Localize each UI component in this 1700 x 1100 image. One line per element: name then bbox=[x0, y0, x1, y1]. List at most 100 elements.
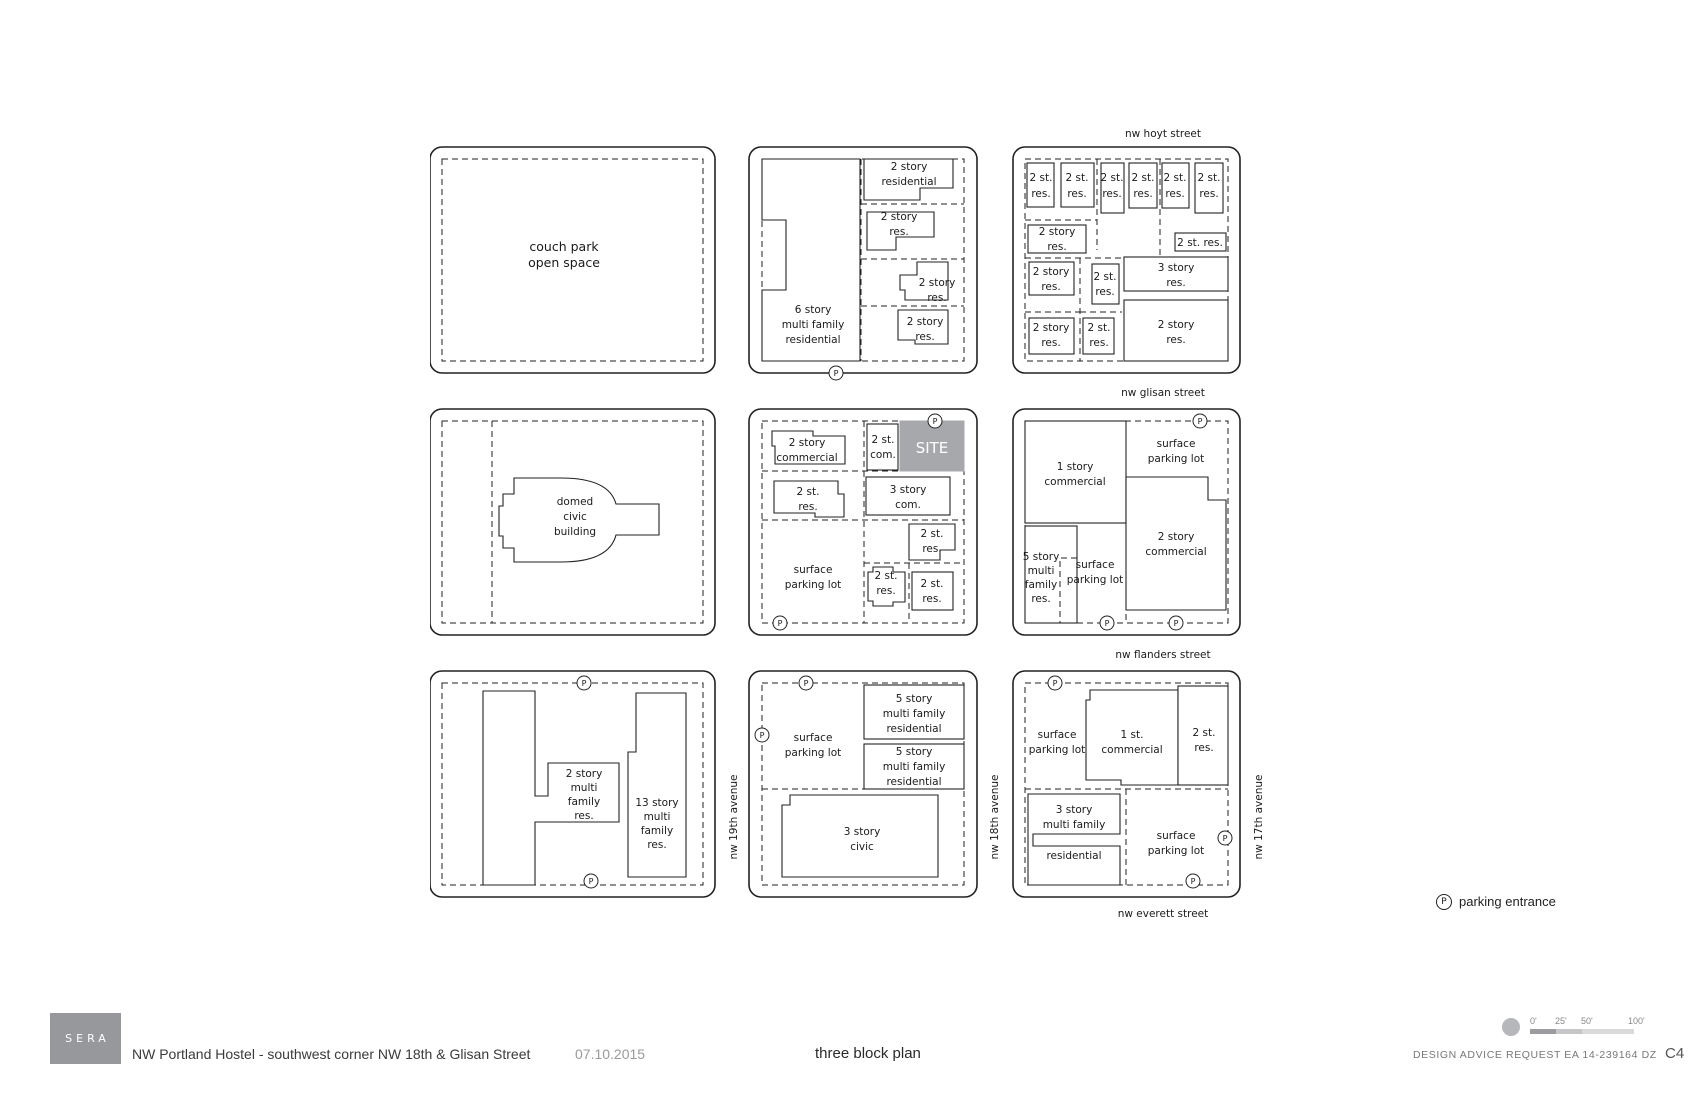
label: res. bbox=[1095, 286, 1114, 298]
label: com. bbox=[895, 499, 921, 511]
label: multi family bbox=[883, 761, 946, 773]
label: commercial bbox=[1101, 744, 1162, 756]
label: 2 st. bbox=[1164, 172, 1187, 184]
building-2-story-res bbox=[866, 211, 935, 251]
building-2-story-res bbox=[897, 309, 949, 345]
label: com. bbox=[870, 449, 896, 461]
label: res. bbox=[1041, 281, 1060, 293]
building-2-st-res bbox=[1177, 685, 1229, 786]
label: civic bbox=[850, 841, 874, 853]
label: 5 story bbox=[896, 693, 933, 705]
label: res. bbox=[1041, 337, 1060, 349]
label: surface bbox=[1157, 830, 1196, 842]
site-label: SITE bbox=[916, 439, 949, 457]
parking-entrance-marker: P bbox=[1192, 413, 1208, 429]
building-2-st-res bbox=[1128, 162, 1158, 209]
scale-segment bbox=[1530, 1029, 1556, 1034]
property-line bbox=[761, 158, 965, 362]
label: residential bbox=[886, 776, 941, 788]
label: res. bbox=[1089, 337, 1108, 349]
label: multi family bbox=[782, 319, 845, 331]
street-label-nw-19th: nw 19th avenue bbox=[728, 775, 740, 860]
block-outline bbox=[748, 408, 978, 636]
label: res. bbox=[1133, 188, 1152, 200]
label: building bbox=[554, 526, 596, 538]
block-outline bbox=[1012, 670, 1241, 898]
label: surface bbox=[794, 564, 833, 576]
svg-text:P: P bbox=[1198, 417, 1203, 426]
block-c3: surface parking lot 1 st. commercial 2 s… bbox=[1012, 670, 1241, 898]
label: 2 st. bbox=[1193, 727, 1216, 739]
label: 2 story bbox=[566, 768, 603, 780]
svg-text:P: P bbox=[1223, 834, 1228, 843]
label: 2 st. bbox=[797, 486, 820, 498]
svg-text:P: P bbox=[589, 877, 594, 886]
label: 2 st. bbox=[921, 528, 944, 540]
label: res. bbox=[647, 839, 666, 851]
label: 2 st. bbox=[921, 578, 944, 590]
label: res. bbox=[915, 331, 934, 343]
svg-text:P: P bbox=[933, 417, 938, 426]
legend-label: parking entrance bbox=[1459, 894, 1556, 909]
label: res. bbox=[1165, 188, 1184, 200]
block-site: 2 story commercial 2 st. com. SITE 2 st.… bbox=[748, 408, 978, 636]
label: surface bbox=[794, 732, 833, 744]
label: 3 story bbox=[1158, 262, 1195, 274]
label: family bbox=[1025, 579, 1057, 591]
label: res. bbox=[1166, 334, 1185, 346]
project-title: NW Portland Hostel - southwest corner NW… bbox=[132, 1046, 531, 1062]
block-domed-civic: domed civic building bbox=[429, 408, 716, 636]
label: res. bbox=[1067, 188, 1086, 200]
property-line bbox=[441, 158, 704, 362]
label: 2 story bbox=[1033, 266, 1070, 278]
label: family bbox=[568, 796, 600, 808]
label: 2 story bbox=[891, 161, 928, 173]
label: res. bbox=[876, 585, 895, 597]
label: commercial bbox=[1044, 476, 1105, 488]
label: 2 st. bbox=[872, 434, 895, 446]
building-2-st-res bbox=[911, 571, 954, 611]
block-outline bbox=[748, 670, 978, 898]
label: residential bbox=[881, 176, 936, 188]
scale-tick: 25' bbox=[1555, 1016, 1567, 1026]
label: 2 st. bbox=[1198, 172, 1221, 184]
label: civic bbox=[563, 511, 587, 523]
label: res. bbox=[889, 226, 908, 238]
label: 2 st. bbox=[1066, 172, 1089, 184]
building-2-st-res bbox=[908, 523, 956, 561]
building-2-st-res bbox=[867, 566, 906, 607]
sera-logo: SERA bbox=[50, 1013, 121, 1064]
label: residential bbox=[886, 723, 941, 735]
building-2-story-mf bbox=[482, 690, 620, 886]
svg-text:P: P bbox=[778, 619, 783, 628]
block-b3: surface parking lot 5 story multi family… bbox=[748, 670, 978, 898]
label: parking lot bbox=[1148, 453, 1205, 465]
label: res. bbox=[1047, 241, 1066, 253]
parking-entrance-marker: P bbox=[1047, 675, 1063, 691]
label: res. bbox=[927, 292, 946, 304]
svg-text:P: P bbox=[582, 679, 587, 688]
label: domed bbox=[557, 496, 593, 508]
label: res. bbox=[1031, 593, 1050, 605]
label: 5 story bbox=[1023, 551, 1060, 563]
block-a3: 2 story multi family res. 13 story multi… bbox=[429, 670, 716, 898]
block-c2: 1 story commercial surface parking lot 2… bbox=[1012, 408, 1241, 636]
label: 5 story bbox=[896, 746, 933, 758]
parking-entrance-marker: P bbox=[576, 675, 592, 691]
scale-tick: 100' bbox=[1628, 1016, 1645, 1026]
block-c1: 2 st. res. 2 st. res. 2 st. res. 2 st. r… bbox=[1012, 146, 1241, 374]
building-2-story-res bbox=[1028, 261, 1075, 296]
building-2-st-res bbox=[1060, 162, 1095, 208]
svg-text:P: P bbox=[1174, 619, 1179, 628]
building-3-story-res bbox=[1123, 256, 1229, 292]
label: 2 st. res. bbox=[1177, 237, 1223, 249]
label: res. bbox=[1199, 188, 1218, 200]
label: commercial bbox=[776, 452, 837, 464]
label: 2 st. bbox=[1030, 172, 1053, 184]
label: 2 story bbox=[1158, 531, 1195, 543]
label: multi family bbox=[883, 708, 946, 720]
building-2-st-com bbox=[866, 423, 899, 471]
svg-text:P: P bbox=[1105, 619, 1110, 628]
svg-text:P: P bbox=[834, 369, 839, 378]
